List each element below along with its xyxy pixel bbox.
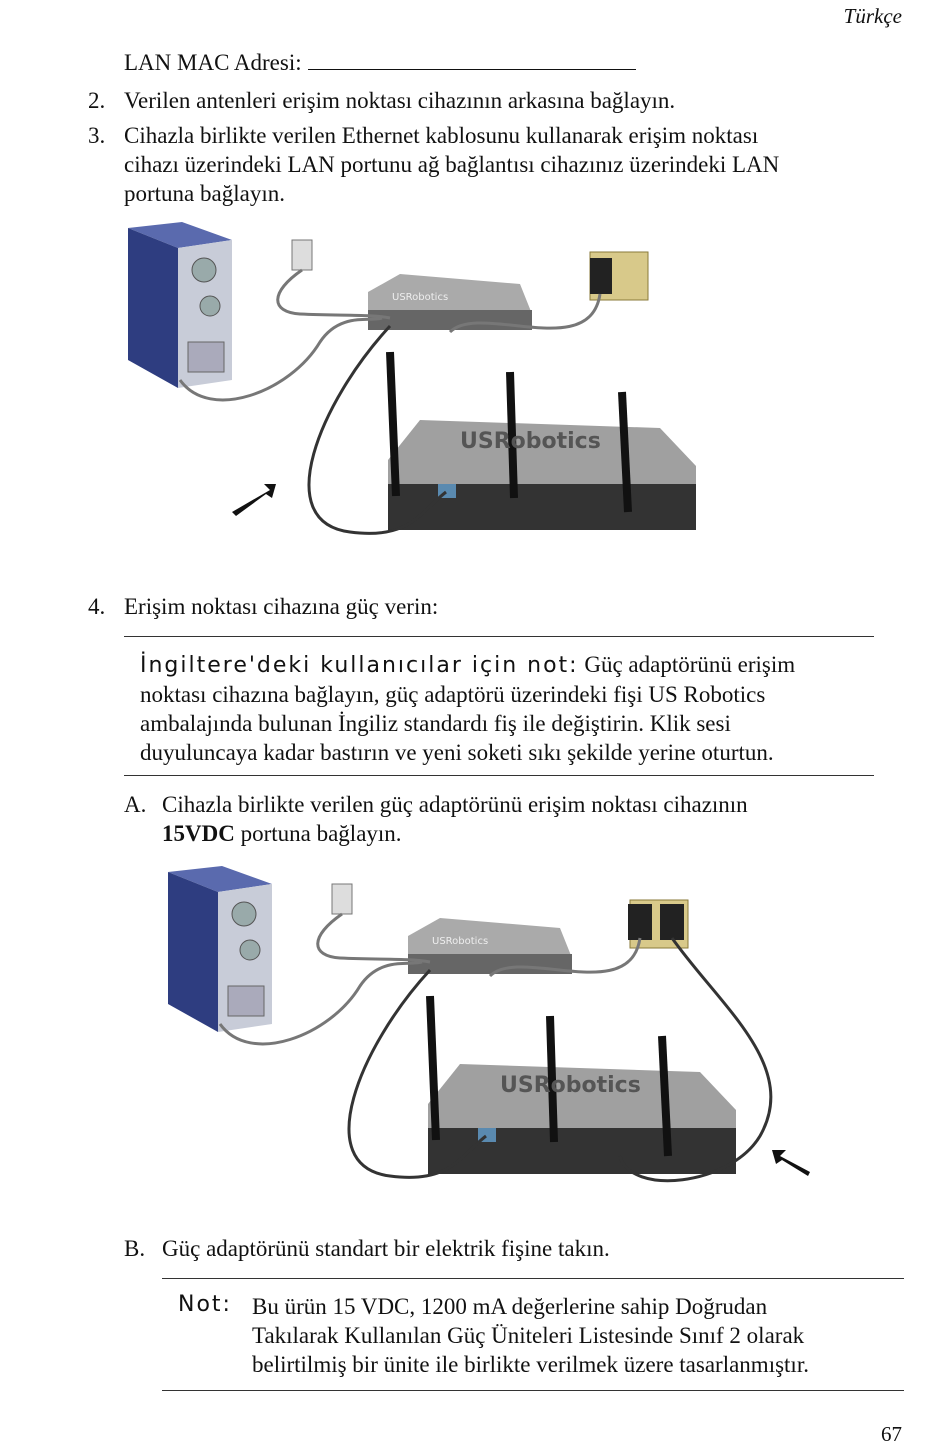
lan-mac-blank: [307, 49, 636, 70]
substep-b-letter: B.: [124, 1236, 146, 1261]
step-2-number: 2.: [88, 88, 106, 113]
header-language: Türkçe: [843, 4, 902, 28]
power-adapter-icon: [590, 258, 612, 294]
substep-a-text: Cihazla birlikte verilen güç adaptörünü …: [162, 790, 748, 848]
step-3-line: Cihazla birlikte verilen Ethernet kablos…: [124, 123, 759, 148]
final-note-line: Takılarak Kullanılan Güç Üniteleri Liste…: [252, 1323, 805, 1348]
final-note-line: belirtilmiş bir ünite ile birlikte veril…: [252, 1352, 809, 1377]
computer-tower-icon: [168, 866, 272, 1032]
final-note-rule-bottom: [162, 1390, 904, 1391]
access-point-icon: USRobotics: [426, 995, 736, 1174]
uk-note-line: duyuluncaya kadar bastırın ve yeni soket…: [140, 740, 774, 765]
uk-note-line: Güç adaptörünü erişim: [584, 652, 796, 677]
step-3-line: cihazı üzerindeki LAN portunu ağ bağlant…: [124, 152, 780, 177]
final-note-label: Not:: [178, 1292, 232, 1317]
phone-cable: [276, 268, 391, 320]
modem-icon: USRobotics: [368, 274, 532, 330]
connection-illustration-1: USRobotics USRobotics: [128, 222, 696, 535]
modem-brand: USRobotics: [432, 936, 488, 947]
lan-mac-label: LAN MAC Adresi:: [124, 50, 302, 75]
access-point-brand: USRobotics: [460, 429, 601, 454]
access-point-icon: USRobotics: [386, 351, 696, 530]
access-point-brand: USRobotics: [500, 1073, 641, 1098]
phone-jack-icon: [331, 883, 353, 915]
ethernet-cable-ap: [307, 324, 447, 535]
ethernet-cable-pc: [178, 316, 383, 402]
modem-brand: USRobotics: [392, 292, 448, 303]
step-3-text: Cihazla birlikte verilen Ethernet kablos…: [124, 121, 779, 208]
note-rule-bottom: [124, 775, 874, 776]
computer-tower-icon: [128, 222, 232, 388]
ethernet-cable-pc: [218, 960, 423, 1046]
lan-mac-line: LAN MAC Adresi:: [124, 48, 636, 77]
arrow-icon: [772, 1150, 810, 1176]
power-adapter-icon: [628, 904, 652, 940]
substep-a-letter: A.: [124, 792, 147, 817]
step-3-number: 3.: [88, 123, 106, 148]
power-adapter-icon: [660, 904, 684, 940]
final-note-line: Bu ürün 15 VDC, 1200 mA değerlerine sahi…: [252, 1294, 768, 1319]
uk-note-line: ambalajında bulunan İngiliz standardı fi…: [140, 711, 731, 736]
substep-b-text: Güç adaptörünü standart bir elektrik fiş…: [162, 1236, 610, 1261]
note-label: Not:: [178, 1292, 232, 1317]
modem-power-cable: [448, 293, 602, 334]
step-4-number: 4.: [88, 594, 106, 619]
uk-note-label: İngiltere'deki kullanıcılar için not:: [140, 653, 579, 678]
port-label: 15VDC: [162, 821, 235, 846]
ap-power-cable: [618, 937, 773, 1183]
phone-cable: [316, 912, 431, 964]
arrow-icon: [232, 484, 276, 516]
page-number: 67: [881, 1422, 902, 1446]
step-3-line: portuna bağlayın.: [124, 181, 285, 206]
note-rule-top: [124, 636, 874, 637]
final-note-rule-top: [162, 1278, 904, 1279]
substep-a-line: Cihazla birlikte verilen güç adaptörünü …: [162, 792, 748, 817]
uk-note-line: noktası cihazına bağlayın, güç adaptörü …: [140, 682, 766, 707]
substep-a-line: portuna bağlayın.: [234, 821, 402, 846]
uk-note: İngiltere'deki kullanıcılar için not: Gü…: [140, 650, 870, 767]
ethernet-cable-ap: [347, 968, 487, 1179]
step-2-text: Verilen antenleri erişim noktası cihazın…: [124, 88, 676, 113]
modem-power-cable: [488, 937, 642, 978]
final-note-text: Bu ürün 15 VDC, 1200 mA değerlerine sahi…: [252, 1292, 902, 1379]
modem-icon: USRobotics: [408, 918, 572, 974]
connection-illustration-2: USRobotics USRobotics: [168, 866, 810, 1183]
step-4-text: Erişim noktası cihazına güç verin:: [124, 594, 439, 619]
phone-jack-icon: [291, 239, 313, 271]
